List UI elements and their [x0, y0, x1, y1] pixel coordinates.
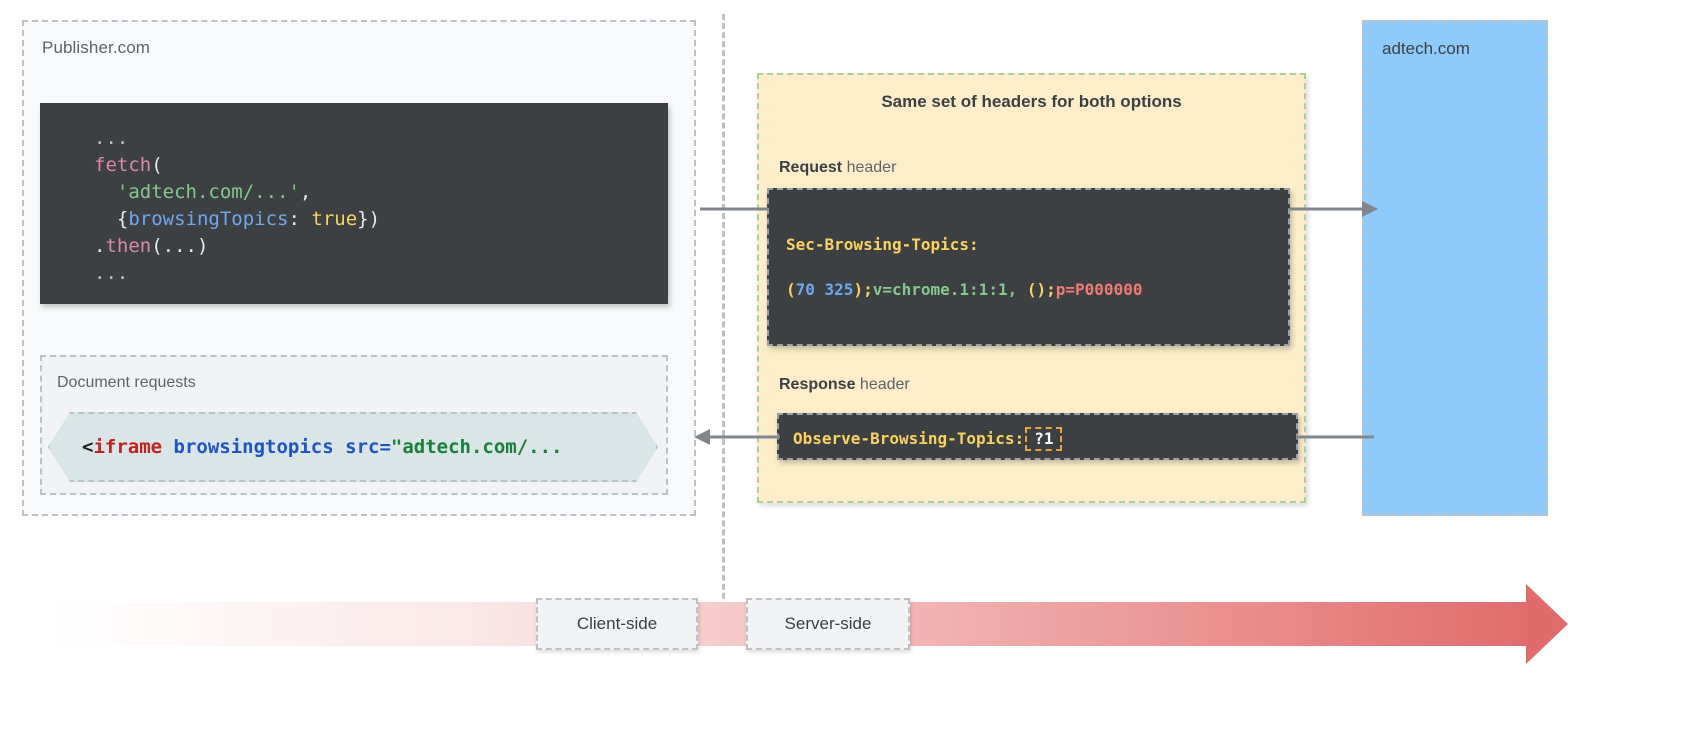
token-colon: : [288, 208, 312, 230]
sec-browsing-topics-value: (70 325);v=chrome.1:1:1, ();p=P000000 [786, 280, 1142, 299]
document-requests-label: Document requests [57, 374, 196, 391]
code-ellipsis-top: ... [94, 127, 129, 149]
token-dot: . [94, 235, 106, 257]
token-open-paren: ( [151, 154, 163, 176]
token-src-attr: src= [333, 436, 391, 458]
client-server-divider [722, 14, 725, 644]
observe-browsing-topics-name: Observe-Browsing-Topics: [793, 429, 1025, 448]
headers-panel-title: Same set of headers for both options [881, 92, 1182, 111]
code-line-1: ... [94, 125, 668, 152]
adtech-panel [1362, 20, 1548, 516]
publisher-label: Publisher.com [42, 38, 151, 57]
token-url-string: 'adtech.com/...' [116, 181, 300, 203]
token-browsingtopics: browsingTopics [128, 208, 289, 230]
observe-browsing-topics-line: Observe-Browsing-Topics:?1 [793, 415, 1063, 462]
iframe-code-text: <iframe browsingtopics src="adtech.com/.… [82, 412, 562, 482]
token-then-args: (...) [151, 235, 209, 257]
adtech-label: adtech.com [1382, 39, 1470, 58]
hexagon-shape [48, 412, 658, 482]
value-open-paren: ( [786, 280, 796, 299]
code-line-4: {browsingTopics: true}) [94, 206, 668, 233]
value-version: v=chrome.1:1:1, [872, 280, 1018, 299]
token-fetch: fetch [94, 154, 152, 176]
token-true: true [311, 208, 358, 230]
request-header-box: Sec-Browsing-Topics: (70 325);v=chrome.1… [767, 188, 1290, 346]
response-header-caption: Response header [779, 376, 910, 394]
value-config-version: p=P000000 [1055, 280, 1143, 299]
code-ellipsis-bottom: ... [94, 262, 129, 284]
code-line-5: .then(...) [94, 233, 668, 260]
token-src-value: "adtech.com/... [390, 436, 563, 458]
token-then: then [105, 235, 152, 257]
request-caption-bold: Request [779, 159, 843, 176]
response-header-box: Observe-Browsing-Topics:?1 [777, 413, 1298, 460]
fetch-code-block: ... fetch( 'adtech.com/...', {browsingTo… [40, 103, 668, 304]
token-comma: , [299, 181, 312, 203]
request-caption-rest: header [842, 159, 897, 176]
observe-browsing-topics-value: ?1 [1025, 426, 1063, 451]
code-line-6: ... [94, 260, 668, 287]
token-iframe: iframe [93, 436, 163, 458]
response-caption-rest: header [855, 376, 910, 393]
code-line-3: 'adtech.com/...', [94, 179, 668, 206]
value-semicolon-1: ; [863, 280, 873, 299]
server-side-chip: Server-side [746, 598, 910, 650]
code-line-2: fetch( [94, 152, 668, 179]
token-lt: < [82, 436, 94, 458]
request-header-caption: Request header [779, 159, 896, 177]
iframe-tag-callout: <iframe browsingtopics src="adtech.com/.… [48, 412, 658, 482]
response-caption-bold: Response [779, 376, 856, 393]
client-side-chip: Client-side [536, 598, 698, 650]
value-topic-ids: 70 325 [795, 280, 854, 299]
arrow-request-to-adtech [1290, 201, 1378, 217]
timeline-arrowhead [1526, 584, 1568, 664]
arrow-response-to-publisher [694, 429, 780, 445]
token-browsingtopics-attr: browsingtopics [162, 436, 334, 458]
token-brace-open: { [116, 208, 129, 230]
arrow-adtech-to-response [1296, 435, 1374, 439]
token-brace-close: }) [357, 208, 381, 230]
value-semicolon-2: ; [1046, 280, 1056, 299]
arrow-publisher-to-request [700, 207, 768, 211]
value-close-paren: ) [853, 280, 864, 299]
value-empty-parens: () [1017, 280, 1047, 299]
sec-browsing-topics-name: Sec-Browsing-Topics: [786, 235, 979, 254]
